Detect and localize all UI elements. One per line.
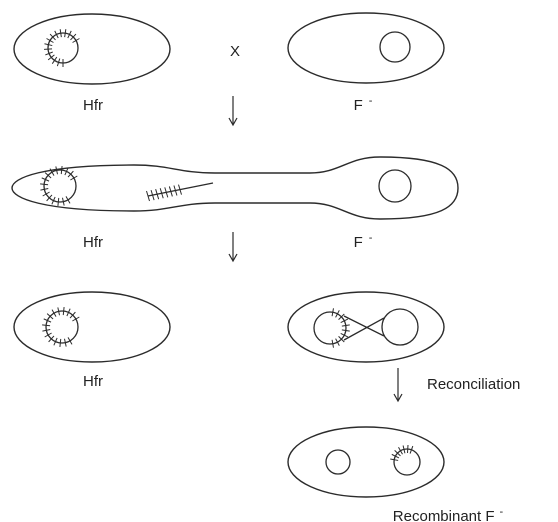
hatch-mark (45, 51, 53, 56)
hatch-mark (72, 38, 80, 43)
hatch-mark (42, 324, 51, 327)
hatch-mark (51, 309, 57, 317)
conjugating-cells (11, 156, 459, 220)
hatch-mark (340, 332, 349, 338)
hatch-mark (44, 172, 52, 179)
merozygote-cell (287, 291, 445, 363)
recombinant-label: Recombinant F- (393, 506, 504, 522)
hatch-mark (146, 190, 150, 202)
hatch-mark (47, 54, 55, 61)
hatch-mark (49, 33, 56, 41)
hatch-mark (338, 336, 345, 343)
f-minus-cell-initial (287, 12, 445, 84)
donor-dna-hatch (331, 308, 350, 348)
hatch-mark (55, 166, 58, 175)
hatch-mark (40, 183, 49, 186)
hatch-mark (51, 56, 58, 64)
hatch-mark (394, 449, 401, 457)
hatch-mark (44, 43, 53, 47)
hatch-mark (59, 338, 62, 347)
hatch-mark (44, 48, 53, 50)
hatch-mark (159, 188, 164, 199)
hatch-mark (62, 307, 65, 316)
hatch-mark (164, 187, 169, 198)
hatch-mark (168, 186, 173, 197)
hatch-mark (66, 308, 71, 317)
hatch-mark (341, 324, 350, 327)
hatch-mark (48, 335, 55, 343)
recombinant-dna-hatch (390, 444, 414, 461)
reconciliation-label: Reconciliation (427, 376, 520, 393)
hatch-mark (338, 313, 345, 320)
hatch-mark (72, 316, 80, 322)
hfr-cell-after (13, 291, 171, 363)
hatch-mark (150, 189, 155, 201)
down-arrow-2 (228, 232, 238, 263)
hatch-mark (57, 197, 60, 206)
hatch-mark (41, 177, 50, 182)
hatch-mark (59, 29, 62, 38)
hatch-mark (390, 458, 399, 461)
down-arrow-1 (228, 96, 238, 127)
hatch-mark (340, 318, 349, 324)
hatch-mark (62, 197, 65, 206)
hfr-label-3: Hfr (83, 373, 103, 390)
hatch-mark (51, 196, 56, 205)
hfr-cell-initial (13, 13, 171, 85)
down-arrow-3 (393, 368, 403, 403)
integrated-f-factor-hatch (44, 29, 80, 67)
crossover-lines (343, 315, 385, 341)
hatch-mark (64, 338, 67, 347)
hatch-mark (67, 170, 74, 178)
hatch-mark (173, 185, 178, 196)
hatch-mark (398, 447, 403, 455)
hatch-mark (178, 184, 182, 195)
hfr-label-1: Hfr (83, 97, 103, 114)
hatch-mark (60, 166, 63, 175)
hatch-mark (67, 30, 72, 39)
hatch-mark (43, 318, 52, 323)
hatch-mark (65, 196, 71, 204)
hfr-f-factor-hatch (40, 166, 78, 206)
f-minus-label-2: F- (354, 232, 373, 251)
hatch-mark (46, 194, 53, 202)
hatch-mark (46, 313, 54, 320)
hatch-mark (44, 332, 52, 338)
hfr-label-2: Hfr (83, 234, 103, 251)
recombinant-cell (287, 426, 445, 498)
hatch-mark (46, 38, 54, 43)
hatch-mark (335, 338, 340, 346)
hatch-mark (70, 175, 78, 181)
hatch-mark (335, 310, 340, 318)
hfr-f-factor-hatch-after (42, 307, 80, 347)
hatch-mark (57, 307, 60, 316)
cross-symbol: X (230, 43, 240, 60)
transferred-dna-strand (146, 182, 214, 202)
hatch-mark (56, 58, 61, 67)
hatch-mark (331, 308, 334, 317)
hatch-mark (331, 339, 334, 348)
hatch-mark (70, 33, 77, 41)
hatch-mark (42, 329, 51, 332)
hatch-mark (69, 311, 76, 319)
hatch-mark (49, 168, 55, 176)
hatch-mark (54, 30, 59, 39)
hatch-mark (409, 445, 414, 454)
hatch-mark (64, 167, 69, 176)
hatch-mark (155, 189, 160, 200)
hatch-mark (67, 337, 73, 345)
hatch-mark (40, 188, 49, 191)
hatch-mark (64, 29, 67, 38)
hatch-mark (42, 191, 50, 197)
hatch-mark (402, 445, 406, 454)
f-minus-label-1: F- (354, 95, 373, 114)
hatch-mark (391, 453, 400, 459)
hatch-mark (53, 337, 58, 346)
hatch-mark (341, 329, 350, 332)
